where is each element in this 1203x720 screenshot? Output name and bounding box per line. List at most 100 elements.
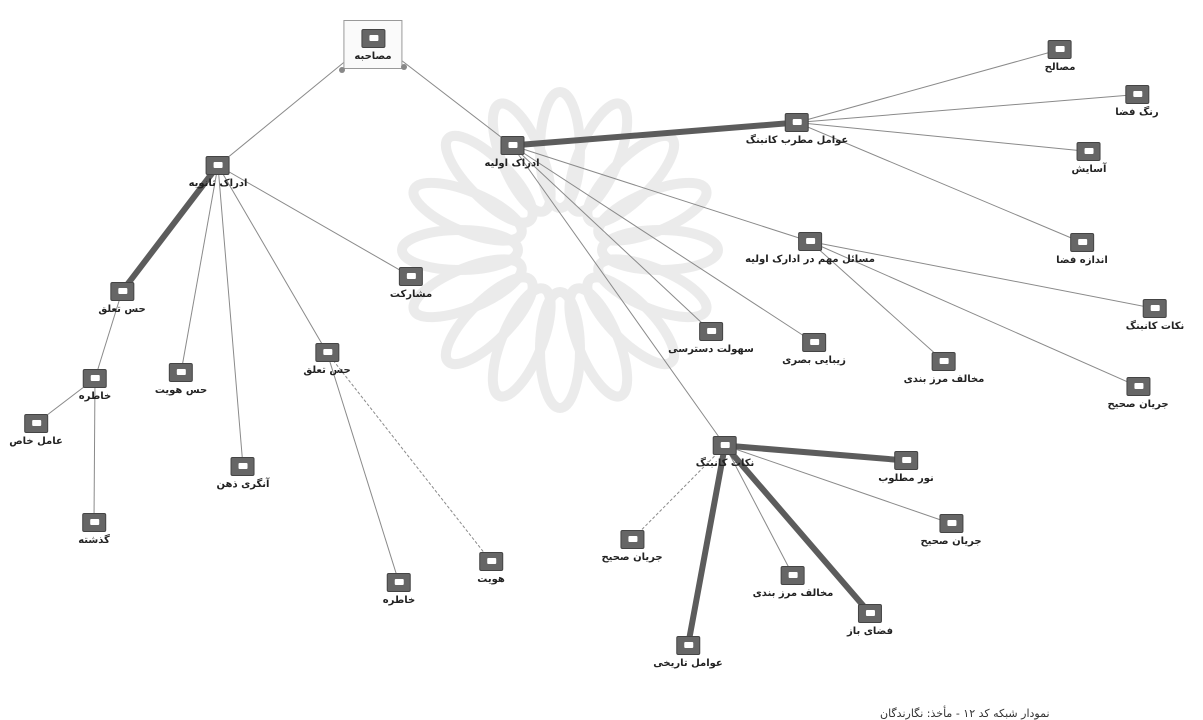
node-icon <box>939 514 963 533</box>
node-comfort[interactable]: آسایش <box>1071 142 1107 175</box>
node-label: مخالف مرز بندی <box>752 588 834 599</box>
node-icon <box>931 352 956 371</box>
node-icon <box>399 267 423 286</box>
edge-primary-attract <box>508 119 800 149</box>
watermark <box>397 87 723 413</box>
node-border-violation[interactable]: مخالف مرز بندی <box>903 352 985 385</box>
edge-important-soft_flow <box>809 241 1139 387</box>
node-visual-beauty[interactable]: زیبایی بصری <box>782 333 846 366</box>
node-label: مسائل مهم در ادارک اولیه <box>745 254 875 265</box>
node-icon <box>1076 142 1101 161</box>
node-label: عوامل تاریخی <box>653 658 723 669</box>
root-handle[interactable] <box>339 67 345 73</box>
node-label: حس تعلق <box>303 365 351 376</box>
node-desired-light[interactable]: نور مطلوب <box>878 451 934 484</box>
node-label: خاطره <box>78 391 112 402</box>
node-memory[interactable]: خاطره <box>78 369 112 402</box>
node-soft-flow[interactable]: جریان صحیح <box>601 530 663 563</box>
node-open-space[interactable]: فضای باز <box>847 604 893 637</box>
edge-secondary-belonging_a <box>118 162 221 295</box>
node-icon <box>893 451 918 470</box>
edge-attract-space_color <box>796 94 1138 123</box>
node-label: مصالح <box>1044 62 1076 73</box>
edge-primary-access <box>511 145 712 332</box>
edge-secondary-participation <box>217 165 412 277</box>
edge-primary-important <box>511 145 811 242</box>
node-label: گذشته <box>78 535 110 546</box>
node-past[interactable]: گذشته <box>78 513 110 546</box>
edge-important-border_violation <box>809 241 945 362</box>
edge-important-kanbang_points <box>809 241 1156 309</box>
node-secondary-perception[interactable]: ادراک ثانویه <box>189 156 247 189</box>
node-materials[interactable]: مصالح <box>1044 40 1076 73</box>
node-primary-perception[interactable]: ادراک اولیه <box>484 136 540 169</box>
node-kanbang-points[interactable]: نکات کانبنگ <box>695 436 755 469</box>
node-icon <box>169 363 193 382</box>
node-soft-flow[interactable]: جریان صحیح <box>920 514 982 547</box>
node-sense-of-identity[interactable]: حس هویت <box>155 363 207 396</box>
edge-kanbang_points2-soft_flow2 <box>724 445 952 524</box>
edge-kanbang_points2-open_space <box>722 442 873 617</box>
node-label: مشارکت <box>389 289 433 300</box>
edge-kanbang_points2-light <box>722 442 909 464</box>
node-label: جریان صحیح <box>601 552 663 563</box>
node-icon <box>499 136 524 155</box>
node-icon <box>231 457 255 476</box>
node-label: نکات کانبنگ <box>695 458 755 469</box>
node-root-interview[interactable]: مصاحبه <box>343 20 403 69</box>
root-handle[interactable] <box>401 64 407 70</box>
node-memory[interactable]: خاطره <box>382 573 416 606</box>
node-icon <box>699 322 723 341</box>
node-space-size[interactable]: اندازه فضا <box>1056 233 1108 266</box>
node-icon <box>784 113 809 132</box>
node-participation[interactable]: مشارکت <box>390 267 432 300</box>
node-soft-flow[interactable]: جریان صحیح <box>1107 377 1169 410</box>
node-kanbang-points[interactable]: نکات کانبنگ <box>1125 299 1185 332</box>
node-label: مخالف مرز بندی <box>903 374 985 385</box>
node-label: حس هویت <box>154 385 208 396</box>
edge-attract-comfort <box>796 122 1090 152</box>
node-icon <box>1126 377 1150 396</box>
node-icon <box>1143 299 1167 318</box>
edge-secondary-belonging_b <box>217 165 328 353</box>
node-nostalgia[interactable]: آنگری ذهن <box>217 457 269 490</box>
node-historical-factors[interactable]: عوامل تاریخی <box>653 636 723 669</box>
node-identity[interactable]: هویت <box>477 552 505 585</box>
edge-kanbang_points2-soft_flow3 <box>631 445 726 540</box>
node-icon <box>314 343 339 362</box>
node-icon <box>675 636 700 655</box>
edge-belonging_b-identity <box>326 352 492 562</box>
node-label: نکات کانبنگ <box>1125 321 1185 332</box>
figure-caption: نمودار شبکه کد ۱۲ - مأخذ: نگارندگان <box>880 707 1050 720</box>
node-icon <box>478 552 503 571</box>
node-special-factor[interactable]: عامل خاص <box>9 414 63 447</box>
node-label: خاطره <box>382 595 416 606</box>
node-label: ادراک اولیه <box>484 158 540 169</box>
node-attractive-factors[interactable]: عوامل مطرب کانبنگ <box>745 113 849 146</box>
node-icon <box>780 566 805 585</box>
node-space-color[interactable]: رنگ فضا <box>1115 85 1159 118</box>
node-icon <box>82 369 107 388</box>
node-ease-of-access[interactable]: سهولت دسترسی <box>668 322 754 355</box>
node-label: فضای باز <box>846 626 894 637</box>
node-label: آسایش <box>1071 164 1107 175</box>
watermark-petal <box>440 272 538 370</box>
node-label: عوامل مطرب کانبنگ <box>745 135 849 146</box>
node-icon <box>857 604 882 623</box>
edge-memory_a-past <box>93 378 96 523</box>
edge-secondary-nostalgia <box>217 165 244 467</box>
node-border-violation[interactable]: مخالف مرز بندی <box>752 566 834 599</box>
node-label: عامل خاص <box>9 436 63 447</box>
node-icon <box>109 282 134 301</box>
node-sense-of-belonging[interactable]: حس تعلق <box>303 343 351 376</box>
edge-primary-kanbang_points2 <box>511 145 726 446</box>
node-icon <box>713 436 737 455</box>
node-icon <box>205 156 230 175</box>
node-label: جریان صحیح <box>1107 399 1169 410</box>
node-label: مصاحبه <box>354 51 392 62</box>
node-important-issues[interactable]: مسائل مهم در ادارک اولیه <box>745 232 875 265</box>
node-label: هویت <box>477 574 505 585</box>
node-icon <box>801 333 826 352</box>
node-icon <box>1047 40 1072 59</box>
node-sense-of-belonging[interactable]: حس تعلق <box>98 282 146 315</box>
